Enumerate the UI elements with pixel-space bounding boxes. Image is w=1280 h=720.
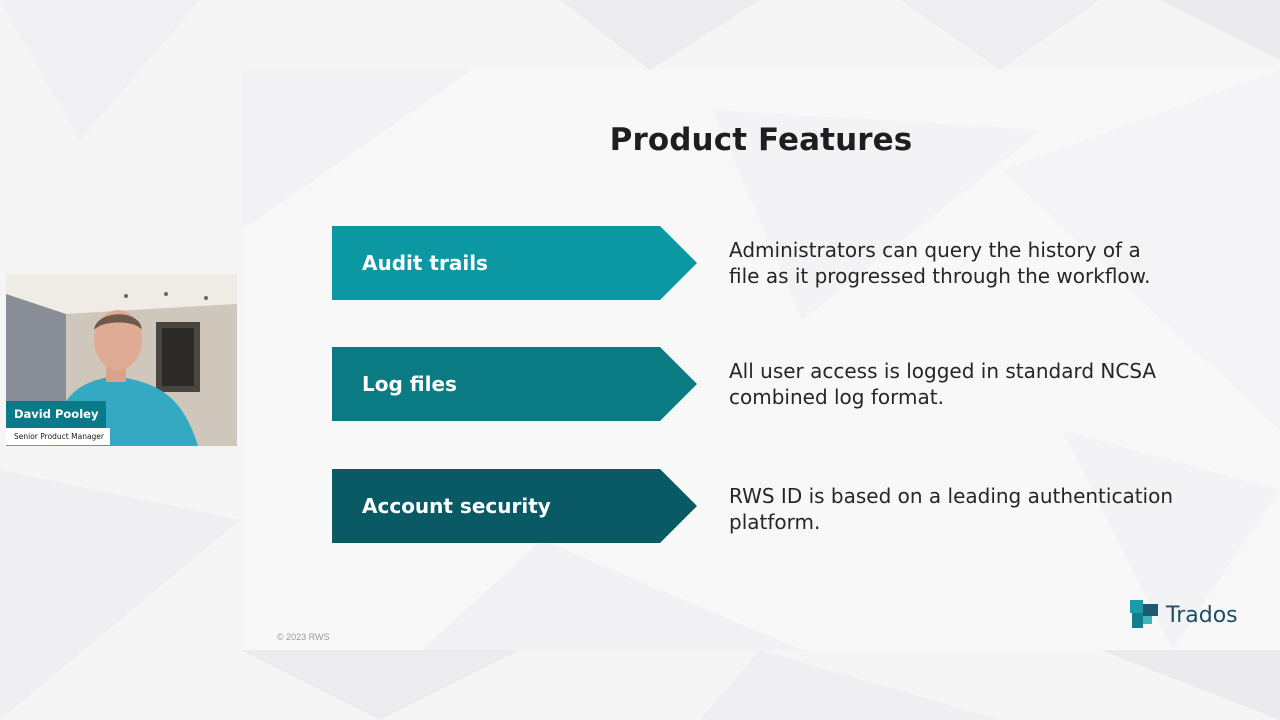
slide-background-pattern (242, 70, 1280, 650)
feature-arrow-log-files: Log files (332, 347, 697, 421)
trados-logo-icon (1130, 600, 1158, 628)
feature-label: Audit trails (362, 251, 488, 275)
feature-arrow-account-security: Account security (332, 469, 697, 543)
arrow-polygon (332, 347, 697, 421)
description-line: RWS ID is based on a leading authenticat… (729, 484, 1174, 508)
arrow-shape (332, 226, 697, 300)
feature-label: Log files (362, 372, 457, 396)
arrow-polygon (332, 226, 697, 300)
feature-arrow-audit-trails: Audit trails (332, 226, 697, 300)
feature-description-audit-trails: Administrators can query the history of … (729, 237, 1199, 289)
arrow-polygon (332, 469, 697, 543)
presenter-name: David Pooley (6, 401, 107, 428)
description-line: platform. (729, 510, 821, 534)
feature-label: Account security (362, 494, 551, 518)
description-line: All user access is logged in standard NC… (729, 359, 1157, 383)
description-line: file as it progressed through the workfl… (729, 264, 1151, 288)
arrow-shape (332, 347, 697, 421)
description-line: Administrators can query the history of … (729, 238, 1141, 262)
description-line: combined log format. (729, 385, 944, 409)
logo-text: Trados (1166, 602, 1238, 628)
slide: Product Features Audit trails Administra… (242, 70, 1280, 650)
arrow-shape (332, 469, 697, 543)
trados-logo: Trados (1130, 600, 1238, 630)
presenter-role: Senior Product Manager (6, 428, 111, 445)
copyright-text: © 2023 RWS (277, 632, 330, 642)
slide-title: Product Features (609, 122, 913, 158)
feature-description-account-security: RWS ID is based on a leading authenticat… (729, 483, 1199, 535)
feature-description-log-files: All user access is logged in standard NC… (729, 358, 1199, 410)
